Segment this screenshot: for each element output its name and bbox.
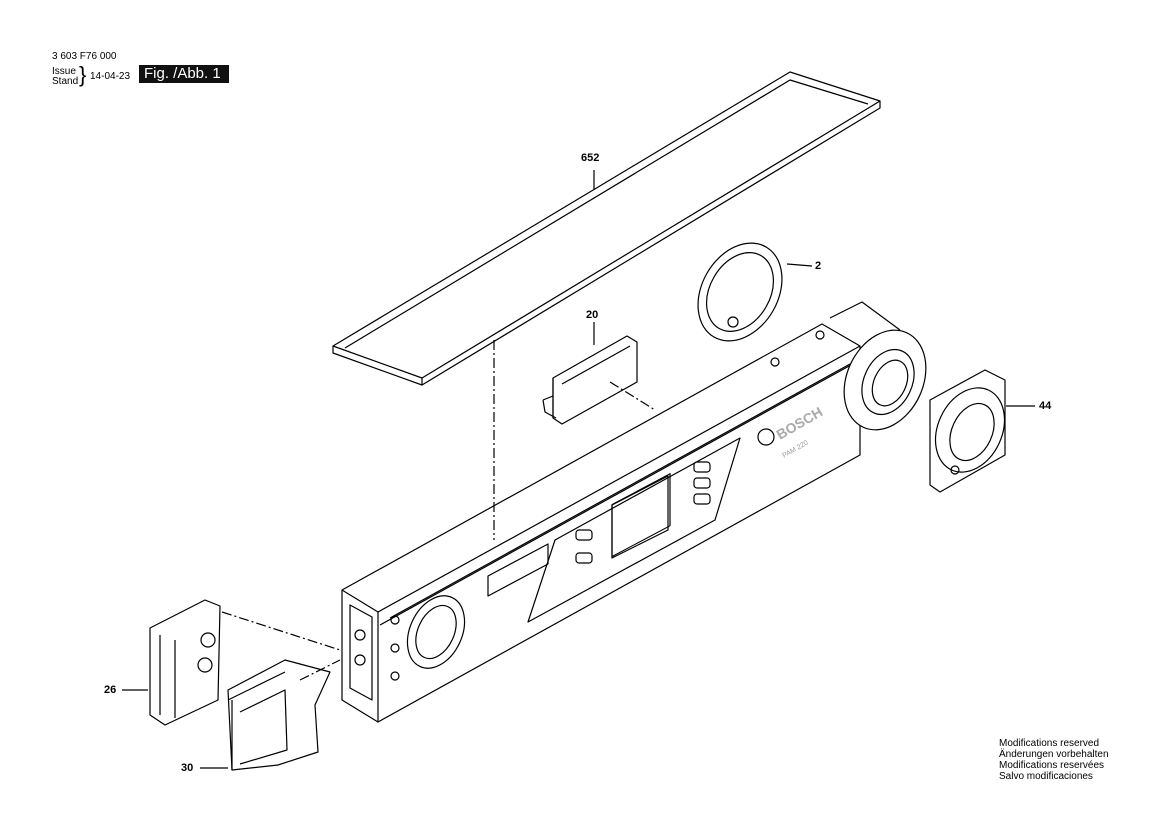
leader-lines: [122, 170, 1035, 769]
issue-date: 14-04-23: [90, 71, 131, 82]
figure-label: Fig. /Abb. 1: [139, 65, 229, 83]
brace-icon: }: [79, 62, 87, 87]
part-2-ring: [697, 242, 783, 342]
note-en: Modifications reserved: [999, 738, 1100, 749]
part-number: 3 603 F76 000: [52, 51, 117, 62]
callout-2: 2: [815, 260, 822, 272]
callout-652: 652: [581, 152, 600, 164]
callout-44: 44: [1039, 400, 1052, 412]
part-26-end-clip: [149, 599, 221, 726]
issue-label: Issue: [52, 66, 76, 77]
note-fr: Modifications reservées: [999, 760, 1105, 771]
part-30-end-cap: [227, 659, 331, 771]
note-es: Salvo modificaciones: [999, 771, 1093, 782]
stand-label: Stand: [52, 76, 79, 87]
callout-30: 30: [181, 762, 194, 774]
callout-26: 26: [104, 684, 117, 696]
part-652-cover: [332, 71, 881, 386]
brand-logo: BOSCH: [774, 403, 826, 442]
note-de: Änderungen vorbehalten: [999, 749, 1109, 760]
part-44-end-cap: [929, 369, 1006, 493]
model-label: PAM 220: [782, 439, 810, 459]
part-20-battery-cover: [542, 335, 638, 425]
modifications-notice: Modifications reserved Änderungen vorbeh…: [999, 738, 1109, 782]
callout-20: 20: [586, 309, 599, 321]
